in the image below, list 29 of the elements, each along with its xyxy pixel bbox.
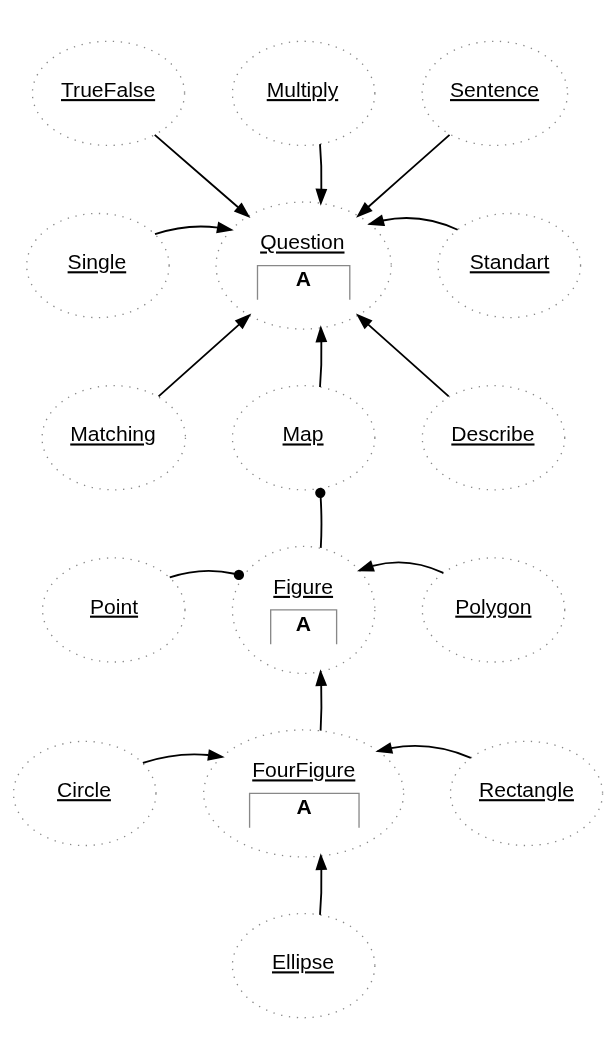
node-ellipse: Standart bbox=[437, 212, 582, 319]
node-ellipse: Circle bbox=[12, 740, 157, 847]
node-ellipse: Sentence bbox=[421, 40, 569, 147]
arrow bbox=[355, 313, 450, 398]
node-ellipse: Matching bbox=[41, 385, 187, 491]
arrow bbox=[315, 143, 328, 206]
arrow bbox=[315, 325, 328, 388]
node-ellipse: Point bbox=[41, 557, 186, 663]
node-ellipse: Ellipse bbox=[231, 912, 376, 1019]
node-ellipse: Rectangle bbox=[449, 740, 604, 847]
arrow bbox=[356, 133, 451, 218]
arrow bbox=[367, 214, 459, 231]
node-ellipse: TrueFalse bbox=[31, 40, 186, 147]
arrow bbox=[154, 221, 234, 236]
arrow bbox=[157, 313, 252, 398]
connector bbox=[315, 487, 326, 549]
arrow bbox=[315, 669, 328, 732]
node-ellipse: Multiply bbox=[231, 40, 376, 147]
arrow bbox=[357, 560, 445, 574]
arrow bbox=[375, 742, 472, 759]
node-ellipse: Single bbox=[26, 212, 170, 319]
node-ellipse: Map bbox=[231, 385, 376, 491]
connector bbox=[168, 569, 245, 581]
node-ellipse: Polygon bbox=[421, 557, 566, 663]
arrow bbox=[141, 749, 225, 764]
node-ellipse: Describe bbox=[421, 385, 566, 491]
arrow bbox=[153, 133, 251, 219]
node-ellipse: FourFigure A bbox=[203, 729, 405, 858]
arrow bbox=[315, 853, 328, 916]
